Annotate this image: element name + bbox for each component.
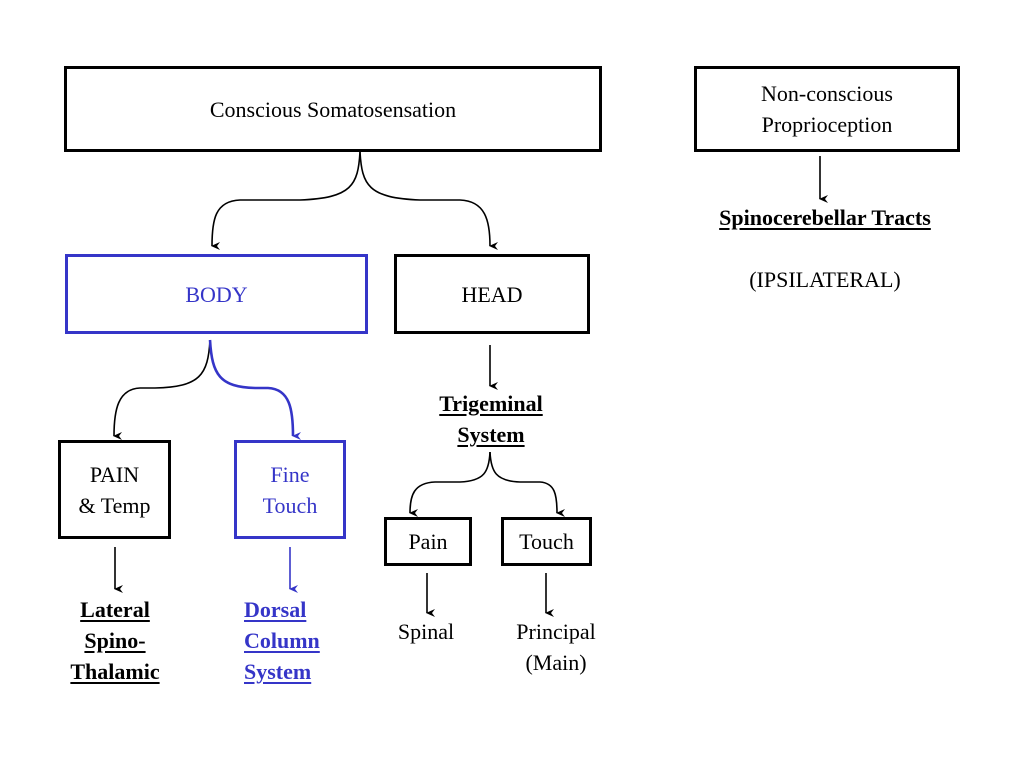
brace-conscious-to-head	[359, 151, 499, 250]
dorsal-column-system-label: Dorsal Column System	[244, 597, 320, 684]
trigeminal-touch-box: Touch	[501, 517, 592, 566]
ipsilateral-label: (IPSILATERAL)	[749, 267, 901, 292]
lateral-spinothalamic-label: Lateral Spino- Thalamic	[70, 597, 160, 684]
nonconscious-proprioception-box: Non-conscious Proprioception	[694, 66, 960, 152]
brace-body-to-fine-touch	[208, 339, 302, 440]
head-box: HEAD	[394, 254, 590, 334]
pain-temp-box: PAIN & Temp	[58, 440, 171, 539]
trigeminal-system-label: Trigeminal System	[439, 391, 543, 447]
conscious-somatosensation-box: Conscious Somatosensation	[64, 66, 602, 152]
brace-trigeminal-to-pain	[409, 451, 491, 518]
brace-trigeminal-to-touch	[489, 451, 566, 517]
fine-touch-box: Fine Touch	[234, 440, 346, 539]
brace-conscious-to-body	[211, 151, 361, 251]
trigeminal-pain-box: Pain	[384, 517, 472, 566]
brace-body-to-pain	[113, 339, 211, 441]
body-box: BODY	[65, 254, 368, 334]
spinocerebellar-tracts-label: Spinocerebellar Tracts	[719, 205, 931, 230]
principal-main-label: Principal (Main)	[516, 619, 596, 675]
spinal-label: Spinal	[397, 619, 455, 644]
